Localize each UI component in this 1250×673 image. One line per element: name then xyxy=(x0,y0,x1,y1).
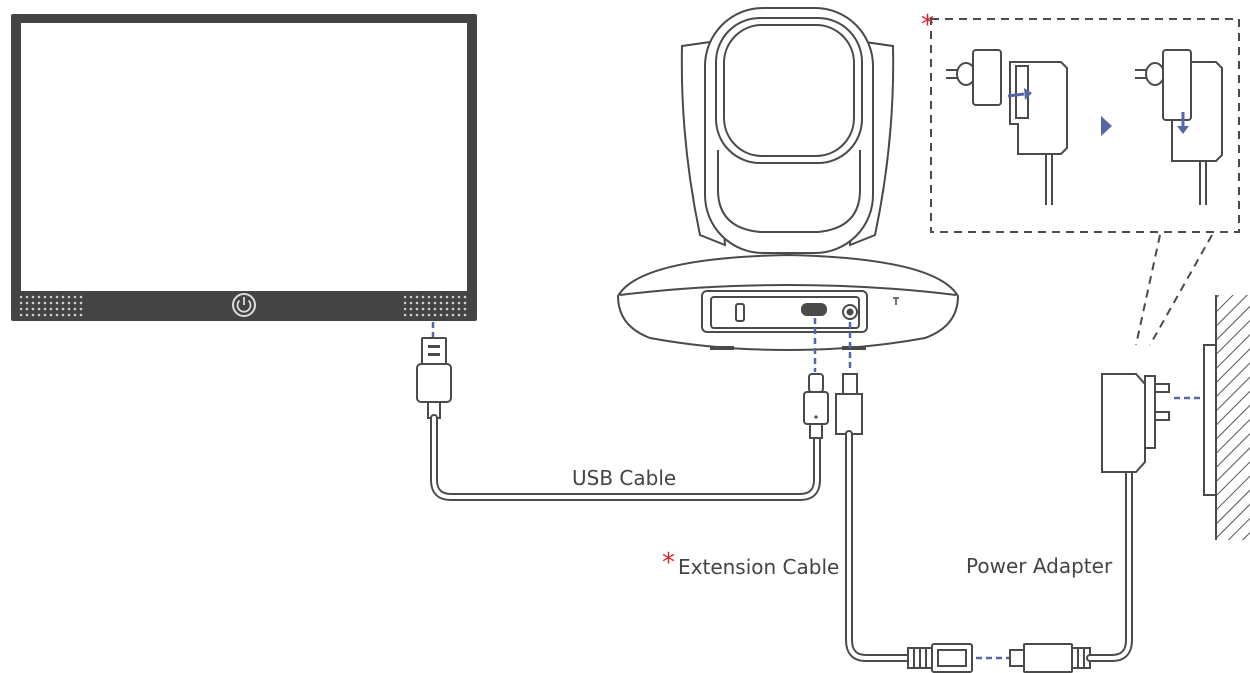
detachable-plug-step-1 xyxy=(946,49,1068,205)
extension-optional-marker: * xyxy=(662,548,675,578)
detachable-plug-step-2 xyxy=(1135,49,1223,205)
callout-line-left xyxy=(1135,234,1161,346)
usb-c-plug xyxy=(803,373,829,439)
speaker-grille-right xyxy=(404,294,468,318)
monitor-screen xyxy=(21,23,467,291)
callout-line-right xyxy=(1149,234,1213,346)
dc-barrel-plug xyxy=(835,373,863,435)
usb-a-plug xyxy=(416,337,452,419)
inset-optional-marker: * xyxy=(921,10,934,40)
speaker-grille-left xyxy=(20,294,84,318)
plug-swap-inset xyxy=(930,18,1240,233)
usb-cable-label: USB Cable xyxy=(572,466,677,490)
triangle-right-icon xyxy=(1101,116,1112,136)
power-adapter-label: Power Adapter xyxy=(966,554,1113,578)
adapter-dc-plug xyxy=(1009,643,1091,673)
camera xyxy=(616,7,960,352)
extension-cable xyxy=(845,430,912,662)
power-icon xyxy=(232,293,256,317)
monitor xyxy=(11,14,477,321)
slide-arrow-icon xyxy=(1007,88,1032,100)
extension-female-connector xyxy=(907,643,973,673)
slide-down-arrow-icon xyxy=(1177,112,1189,134)
extension-cable-label: Extension Cable xyxy=(678,555,840,579)
wall-outlet xyxy=(1203,295,1250,540)
kensington-slot xyxy=(735,303,745,322)
power-adapter xyxy=(1101,373,1170,473)
usb-c-port xyxy=(801,303,827,316)
